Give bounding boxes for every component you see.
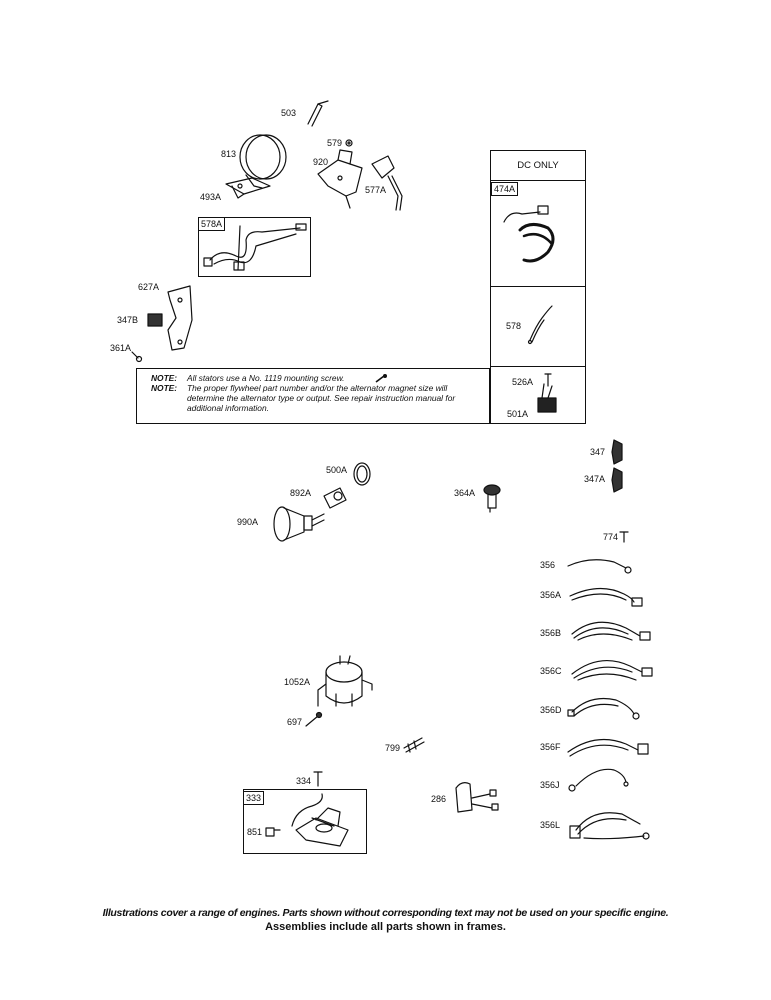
label-356B: 356B xyxy=(540,628,562,638)
dc-only-title: DC ONLY xyxy=(517,160,559,171)
label-813: 813 xyxy=(221,149,237,159)
label-526A: 526A xyxy=(512,377,534,387)
label-577A: 577A xyxy=(365,185,387,195)
label-334: 334 xyxy=(296,776,312,786)
label-364A: 364A xyxy=(454,488,476,498)
part-697-screw xyxy=(305,711,323,727)
label-851: 851 xyxy=(247,827,263,837)
part-356F-wire xyxy=(567,738,649,757)
part-500A-ring xyxy=(353,462,371,486)
part-493A-bracket xyxy=(225,177,271,199)
part-503-strap xyxy=(307,100,329,127)
label-799: 799 xyxy=(385,743,401,753)
part-920-bracket xyxy=(317,149,363,209)
part-356D-wire xyxy=(567,697,640,720)
frame-dc-only-title-row xyxy=(490,150,586,181)
part-1052A-solenoid xyxy=(317,655,373,707)
part-579-nut xyxy=(345,139,353,147)
part-334-screw xyxy=(313,771,323,787)
footer-assemblies-note: Assemblies include all parts shown in fr… xyxy=(265,921,506,933)
label-920: 920 xyxy=(313,157,329,167)
note-2-text: The proper flywheel part number and/or t… xyxy=(187,383,456,413)
part-347-clip xyxy=(611,439,623,465)
part-356A-wire xyxy=(569,587,643,607)
frame-tag-474A: 474A xyxy=(491,182,519,196)
part-627A-shield xyxy=(167,285,193,351)
label-697: 697 xyxy=(287,717,303,727)
part-356J-wire xyxy=(568,768,629,792)
part-892A-housing xyxy=(323,487,347,509)
label-500A: 500A xyxy=(326,465,348,475)
mounting-screw-icon xyxy=(375,374,387,383)
part-578A-harness xyxy=(203,223,307,271)
part-501A-module xyxy=(537,383,557,413)
part-347A-clip xyxy=(611,467,623,493)
part-286-module xyxy=(455,782,499,813)
label-1052A: 1052A xyxy=(284,677,311,687)
part-356B-wire xyxy=(571,621,651,641)
label-356: 356 xyxy=(540,560,556,570)
frame-tag-333: 333 xyxy=(243,791,265,805)
label-774: 774 xyxy=(603,532,619,542)
label-579: 579 xyxy=(327,138,343,148)
label-347B: 347B xyxy=(117,315,139,325)
frame-tag-578A: 578A xyxy=(198,217,226,231)
part-813-band-clamp xyxy=(239,134,287,189)
frame-578A xyxy=(198,217,311,277)
label-356A: 356A xyxy=(540,590,562,600)
part-356-wire xyxy=(567,559,632,574)
frame-dc-divider-1 xyxy=(490,286,586,287)
notes-box: NOTE: All stators use a No. 1119 mountin… xyxy=(136,368,490,424)
frame-333 xyxy=(243,789,367,854)
part-799-stud xyxy=(403,737,425,753)
label-493A: 493A xyxy=(200,192,222,202)
label-990A: 990A xyxy=(237,517,259,527)
part-577A-wire xyxy=(371,155,403,211)
label-347: 347 xyxy=(590,447,606,457)
part-474A-harness xyxy=(503,205,555,263)
part-356L-wire xyxy=(569,812,650,840)
label-627A: 627A xyxy=(138,282,160,292)
label-356F: 356F xyxy=(540,742,561,752)
label-356D: 356D xyxy=(540,705,562,715)
part-578-wire xyxy=(527,305,553,345)
part-333-ignition-coil xyxy=(291,793,349,847)
part-526A-screw xyxy=(544,373,552,387)
label-501A: 501A xyxy=(507,409,529,419)
part-361A-screw xyxy=(131,351,143,363)
part-347B-clip xyxy=(147,313,163,327)
label-892A: 892A xyxy=(290,488,312,498)
note-2-key: NOTE: xyxy=(151,383,178,393)
label-503: 503 xyxy=(281,108,297,118)
note-1-text: All stators use a No. 1119 mounting scre… xyxy=(187,373,345,383)
frame-dc-divider-2 xyxy=(490,366,586,367)
part-364A-fitting xyxy=(483,484,501,513)
label-578: 578 xyxy=(506,321,522,331)
note-1: NOTE: All stators use a No. 1119 mountin… xyxy=(151,373,483,383)
footer-disclaimer: Illustrations cover a range of engines. … xyxy=(102,907,669,919)
part-356C-wire xyxy=(571,660,653,681)
part-851-clip xyxy=(265,827,281,837)
note-1-key: NOTE: xyxy=(151,373,178,383)
part-774-screw xyxy=(619,531,629,543)
label-286: 286 xyxy=(431,794,447,804)
note-2: NOTE: The proper flywheel part number an… xyxy=(151,383,483,413)
label-361A: 361A xyxy=(110,343,132,353)
label-356J: 356J xyxy=(540,780,560,790)
part-990A-funnel xyxy=(273,506,325,542)
label-347A: 347A xyxy=(584,474,606,484)
label-356C: 356C xyxy=(540,666,562,676)
label-356L: 356L xyxy=(540,820,561,830)
